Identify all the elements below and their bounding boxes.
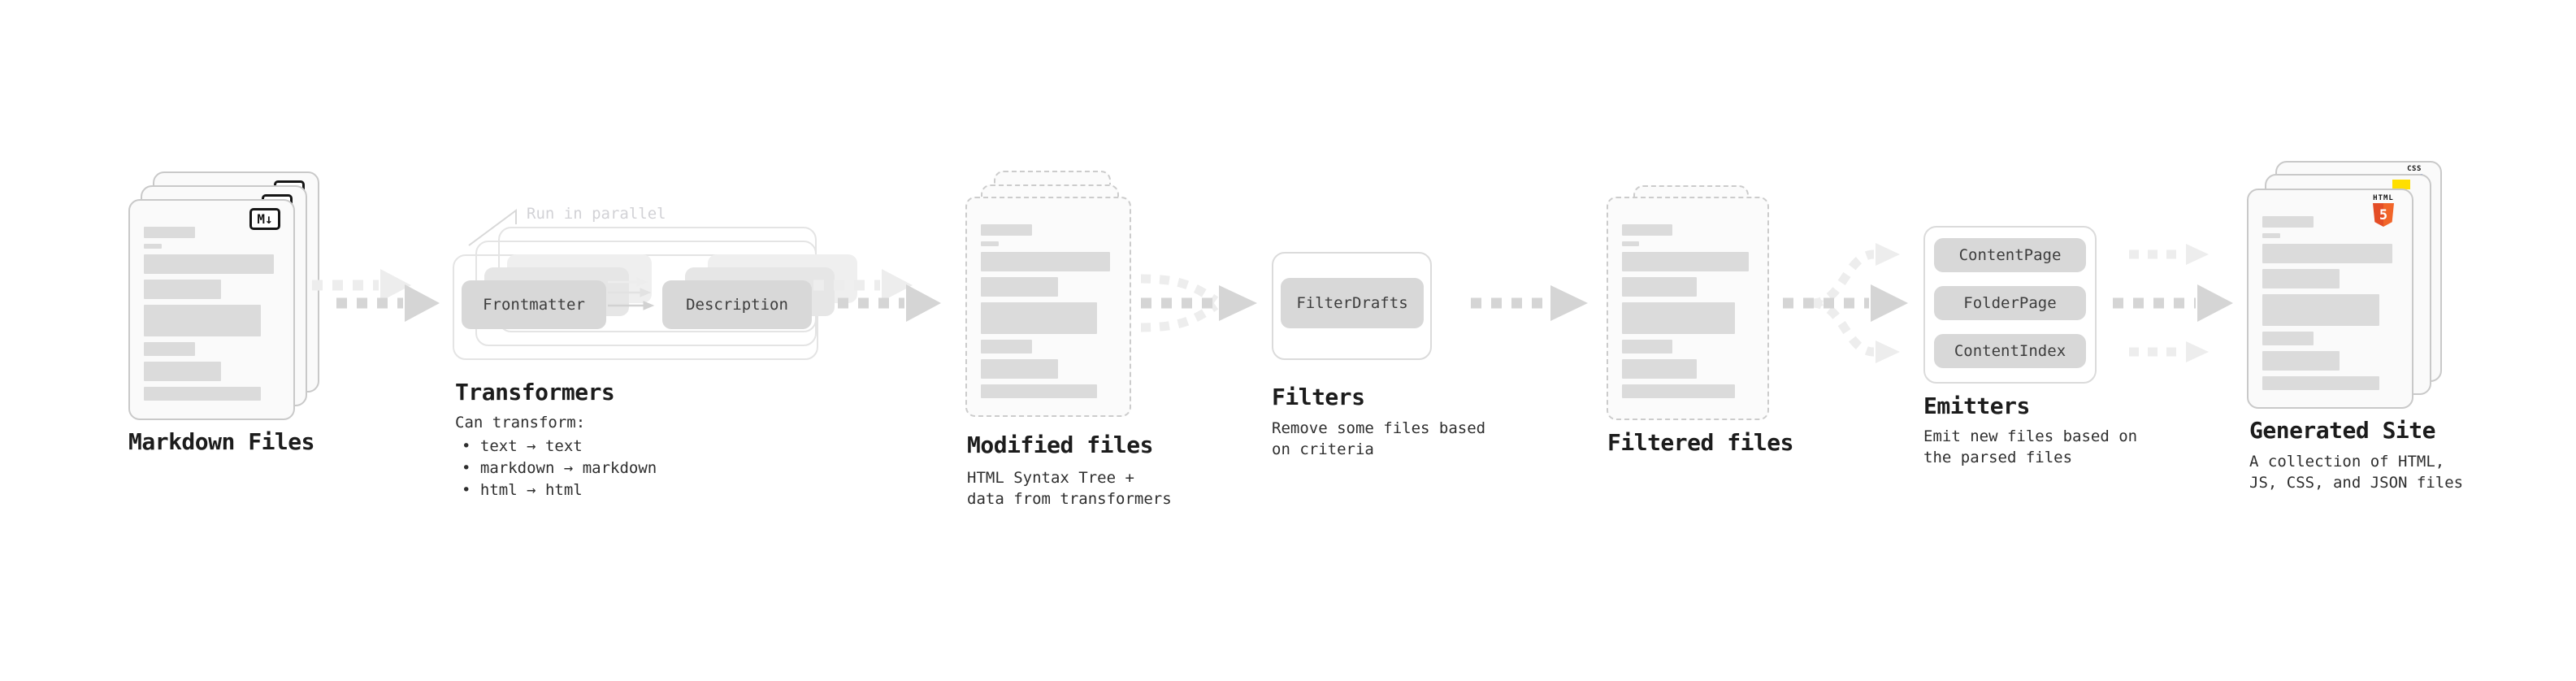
stage-title-filtered-files: Filtered files — [1607, 429, 1794, 456]
transformers-note-heading: Can transform: — [455, 414, 586, 432]
transformer-node-description: Description — [662, 280, 812, 329]
stage-title-generated-site: Generated Site — [2249, 417, 2436, 444]
annotation-leader-line — [468, 209, 517, 246]
stage-title-filters: Filters — [1272, 384, 1365, 410]
arrow-modified-to-filters-icon — [1140, 274, 1257, 332]
markdown-icon: M↓ — [249, 208, 280, 230]
bullet-text-to-text: • text → text — [462, 437, 583, 455]
markdown-file-card: M↓ — [128, 199, 295, 420]
bullet-html-to-html: • html → html — [462, 481, 583, 499]
markdown-icon-label: M↓ — [257, 211, 273, 227]
stage-title-markdown-files: Markdown Files — [128, 428, 315, 455]
filtered-file-card — [1607, 197, 1769, 420]
stage-title-emitters: Emitters — [1923, 393, 2030, 419]
css-icon-label: CSS — [2407, 165, 2422, 173]
html5-icon-text: HTML — [2373, 194, 2394, 202]
arrow-filters-to-filtered-icon — [1471, 285, 1588, 321]
stage-title-modified-files: Modified files — [967, 432, 1154, 458]
document-text-lines — [2262, 216, 2398, 396]
stage-title-transformers: Transformers — [455, 379, 615, 406]
document-text-lines — [1622, 224, 1754, 404]
document-text-lines — [981, 224, 1116, 404]
emitters-subtitle: Emit new files based on the parsed files — [1923, 427, 2138, 466]
filter-node-filterdrafts: FilterDrafts — [1281, 278, 1424, 328]
filters-subtitle: Remove some files based on criteria — [1272, 419, 1486, 458]
arrow-markdown-to-transformers-icon — [312, 269, 440, 322]
bullet-markdown-to-markdown: • markdown → markdown — [462, 459, 657, 477]
emitter-node-contentindex: ContentIndex — [1934, 334, 2086, 368]
generated-site-subtitle: A collection of HTML, JS, CSS, and JSON … — [2249, 453, 2464, 492]
js-icon — [2392, 180, 2410, 189]
arrow-filtered-to-emitters-icon — [1783, 243, 1908, 363]
transformer-node-frontmatter: Frontmatter — [462, 280, 606, 329]
modified-file-card — [965, 197, 1131, 417]
emitter-node-folderpage: FolderPage — [1934, 286, 2086, 320]
html5-icon-number: 5 — [2379, 206, 2388, 223]
html5-icon-shield: 5 — [2373, 203, 2394, 227]
arrows-emitters-to-generated-icon — [2113, 244, 2233, 362]
emitter-node-contentpage: ContentPage — [1934, 238, 2086, 272]
generated-file-card: HTML 5 — [2247, 189, 2413, 409]
modified-files-subtitle: HTML Syntax Tree + data from transformer… — [967, 469, 1172, 508]
document-text-lines — [144, 227, 280, 406]
html5-icon: HTML 5 — [2370, 194, 2397, 227]
parallel-flow-arrows-icon — [608, 277, 655, 310]
run-in-parallel-annotation: Run in parallel — [527, 205, 666, 223]
transformers-bullet-list: • text → text • markdown → markdown • ht… — [462, 436, 657, 501]
arrow-transformers-to-modified-icon — [813, 269, 941, 322]
